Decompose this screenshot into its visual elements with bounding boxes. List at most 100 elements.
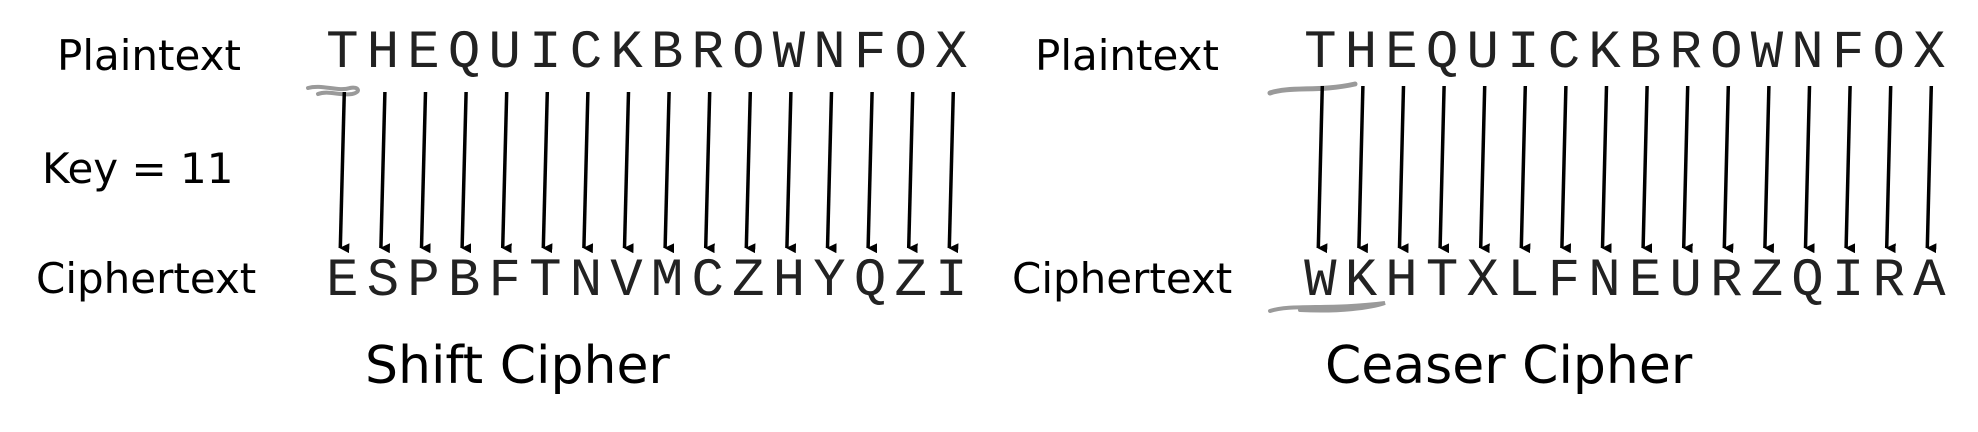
mapping-arrow [1763,85,1775,254]
plaintext-letter: Q [1426,23,1458,84]
mapping-arrow [500,91,512,254]
mapping-arrow [541,91,553,254]
plaintext-letter: K [1588,23,1621,84]
ciphertext-letter: M [651,251,683,312]
mapping-arrow [1316,85,1328,254]
ciphertext-letter: U [1669,251,1701,312]
caesar-cipher-title: Ceaser Cipher [1325,336,1693,396]
plaintext-letter: F [1832,23,1864,84]
ciphertext-letter: C [691,251,723,312]
ciphertext-letter: X [1466,251,1498,312]
plaintext-letter: H [367,23,399,84]
ciphertext-letter: V [610,251,643,312]
ciphertext-letter: Q [854,251,886,312]
plaintext-letter: C [570,23,602,84]
mapping-arrow [1560,85,1572,254]
mapping-arrow [1478,85,1490,254]
mapping-arrow [1722,85,1734,254]
mapping-arrow [379,91,391,254]
plaintext-label-left: Plaintext [57,31,241,80]
ciphertext-letter: A [1913,251,1946,312]
ciphertext-letter: Z [1751,251,1783,312]
mapping-arrow [663,91,675,254]
ciphertext-letter: I [1832,251,1864,312]
mapping-arrow [1600,85,1612,254]
plaintext-letter: F [854,23,886,84]
mapping-arrow [1519,85,1531,254]
ciphertext-letter: Z [894,251,926,312]
mapping-arrow [460,91,472,254]
ciphertext-letter: B [448,251,480,312]
ciphertext-label-left: Ciphertext [36,254,257,303]
plaintext-letter: N [813,23,845,84]
ciphertext-letter: L [1507,251,1539,312]
ciphertext-letter: T [529,251,561,312]
key-label: Key = 11 [42,144,234,193]
plaintext-letter: H [1345,23,1377,84]
plaintext-letter: O [1872,23,1904,84]
plaintext-letter: X [935,23,967,84]
plaintext-letter: Q [448,23,480,84]
ciphertext-letter: H [1385,251,1417,312]
mapping-arrow [1641,85,1653,254]
plaintext-letter: E [407,23,439,84]
mapping-arrow [1844,85,1856,254]
plaintext-letter: C [1548,23,1580,84]
shift-cipher-title: Shift Cipher [365,336,670,396]
plaintext-letter: W [773,23,806,84]
mapping-arrow [582,91,594,254]
ciphertext-letter: H [773,251,805,312]
mapping-arrow [1803,85,1815,254]
plaintext-letter: U [1466,23,1498,84]
ciphertext-letter: W [1304,251,1337,312]
mapping-arrow [1681,85,1693,254]
ciphertext-letter: I [935,251,967,312]
plaintext-letter: U [488,23,520,84]
mapping-arrow [338,91,350,254]
plaintext-letter: N [1791,23,1823,84]
scribble-mark-right-bottom [1268,301,1386,313]
ciphertext-letter: R [1872,251,1904,312]
plaintext-letter: O [894,23,926,84]
plaintext-letter: T [326,23,358,84]
ciphertext-letter: Z [732,251,764,312]
plaintext-letter: X [1913,23,1945,84]
ciphertext-letter: E [1629,251,1661,312]
plaintext-letter: R [691,23,723,84]
mapping-arrow [866,91,878,254]
mapping-arrow [419,91,431,254]
ciphertext-letter: F [1548,251,1580,312]
ciphertext-letter: R [1710,251,1742,312]
scribble-mark-left [306,84,360,97]
plaintext-letter: R [1669,23,1701,84]
plaintext-letter: K [610,23,643,84]
mapping-arrow [1884,85,1896,254]
plaintext-label-right: Plaintext [1035,31,1219,80]
ciphertext-letter: F [488,251,520,312]
plaintext-letter: T [1304,23,1336,84]
ciphertext-letter: K [1345,251,1378,312]
mapping-arrow [1438,85,1450,254]
mapping-arrow [1357,85,1369,254]
plaintext-letter: W [1751,23,1784,84]
ciphertext-letter: Y [813,251,845,312]
ciphertext-letter: T [1426,251,1458,312]
ciphertext-label-right: Ciphertext [1012,254,1233,303]
ciphertext-letter: P [407,251,439,312]
mapping-arrow [1925,85,1937,254]
ciphertext-letter: Q [1791,251,1823,312]
ciphertext-letter: N [1588,251,1620,312]
plaintext-letter: O [1710,23,1742,84]
ciphertext-letter: N [570,251,602,312]
mapping-arrow [825,91,837,254]
ciphertext-letter: E [326,251,358,312]
plaintext-letter: B [651,23,683,84]
mapping-arrow [622,91,634,254]
mapping-arrow [744,91,756,254]
mapping-arrow [1397,85,1409,254]
plaintext-letter: I [529,23,561,84]
mapping-arrow [947,91,959,254]
plaintext-letter: B [1629,23,1661,84]
mapping-arrow [703,91,715,254]
